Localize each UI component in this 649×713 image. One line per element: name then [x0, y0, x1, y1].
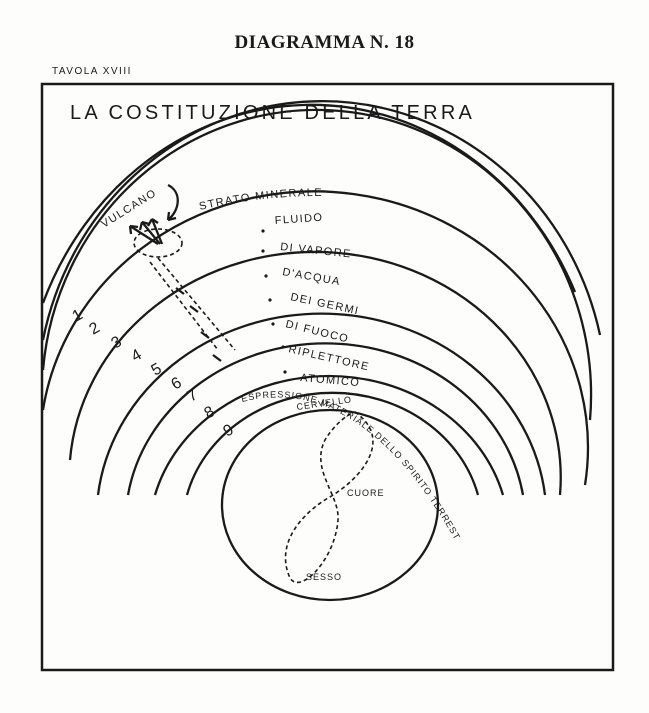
- layer-label-7: RIPLETTORE: [287, 343, 370, 373]
- layer-arcs: [41, 100, 602, 496]
- volcano-vent: [128, 183, 236, 362]
- core-label-cuore: CUORE: [347, 488, 385, 498]
- arc-8: [153, 374, 505, 496]
- layer-number-9: 9: [221, 421, 237, 440]
- layer-number-5: 5: [149, 360, 165, 379]
- arc-6: [96, 312, 547, 496]
- core-sphere: [220, 408, 440, 602]
- arc-9: [185, 391, 480, 496]
- layer-label-1: STRATO MINERALE: [198, 187, 323, 213]
- layer-label-2: FLUIDO: [274, 212, 323, 227]
- layer-number-6: 6: [169, 374, 185, 393]
- arc-7: [126, 342, 525, 496]
- diagram-frame: [40, 82, 615, 672]
- layer-label-4: D'ACQUA: [281, 266, 341, 288]
- layer-label-8: ATOMICO: [300, 372, 361, 389]
- core-label-sesso: SESSO: [306, 572, 342, 582]
- arc-2: [41, 100, 602, 341]
- layer-number-7: 7: [185, 386, 201, 405]
- plate-label: TAVOLA XVIII: [52, 66, 132, 77]
- layer-label-6: DI FUOCO: [284, 318, 350, 345]
- layer-number-2: 2: [87, 319, 103, 338]
- diagram-heading: DIAGRAMMA N. 18: [234, 32, 415, 53]
- layer-number-4: 4: [129, 346, 145, 365]
- arc-4: [41, 190, 590, 486]
- layer-dots: [261, 229, 287, 374]
- arc-3: [41, 108, 593, 421]
- layer-label-3: DI VAPORE: [280, 241, 353, 260]
- core-figure-eight: [284, 411, 374, 584]
- arc-5: [68, 250, 562, 496]
